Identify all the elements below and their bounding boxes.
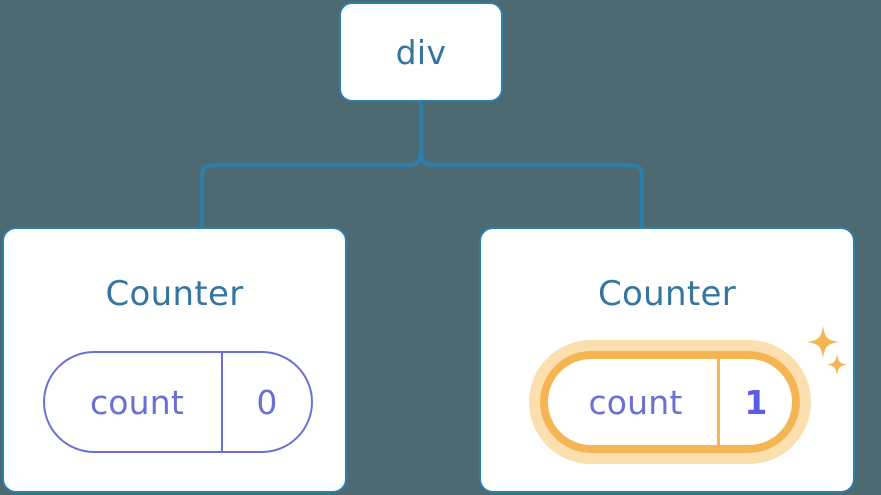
node-counter-right[interactable]: Counter count 1 — [479, 227, 855, 493]
node-counter-left[interactable]: Counter count 0 — [2, 227, 347, 493]
state-pill-left-divider — [221, 353, 223, 451]
sparkle-group — [807, 326, 847, 375]
state-pill-right-glow — [529, 340, 811, 464]
node-counter-right-title: Counter — [598, 274, 736, 314]
connector-branch-right — [419, 146, 644, 230]
node-div[interactable]: div — [339, 2, 503, 102]
state-pill-right-divider — [717, 359, 720, 445]
state-pill-right-body: count 1 — [540, 351, 800, 453]
state-value-right: 1 — [744, 382, 768, 422]
state-key-right: count — [588, 382, 683, 422]
state-value-left: 0 — [256, 382, 278, 422]
node-div-label: div — [395, 32, 447, 72]
state-pill-right-highlighted[interactable]: count 1 — [529, 340, 811, 464]
sparkle-small-icon — [827, 354, 847, 375]
state-pill-left-body: count 0 — [43, 351, 313, 453]
node-counter-left-title: Counter — [105, 274, 244, 314]
sparkle-large-icon — [807, 326, 839, 358]
connector-branch-left — [200, 146, 423, 230]
state-key-left: count — [89, 382, 185, 422]
state-pill-left[interactable]: count 0 — [43, 351, 313, 453]
